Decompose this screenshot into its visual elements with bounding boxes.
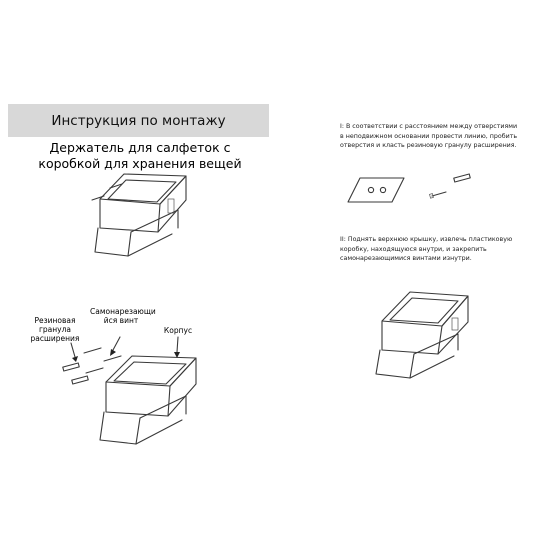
body-label: Корпус	[163, 326, 193, 335]
screw-icons	[83, 347, 122, 374]
anchor-label: Резиновая гранула расширения	[30, 316, 80, 343]
anchor-icons	[62, 362, 89, 385]
step1-text: I: В соответствии с расстоянием между от…	[340, 123, 518, 150]
instruction-banner: Инструкция по монтажу	[8, 104, 269, 137]
banner-title: Инструкция по монтажу	[51, 112, 226, 129]
product-title: Держатель для салфеток с коробкой для хр…	[38, 140, 242, 171]
screw-label: Самонарезающи йся винт	[90, 307, 156, 325]
step2-text: II: Поднять верхнюю крышку, извлечь плас…	[340, 236, 513, 263]
